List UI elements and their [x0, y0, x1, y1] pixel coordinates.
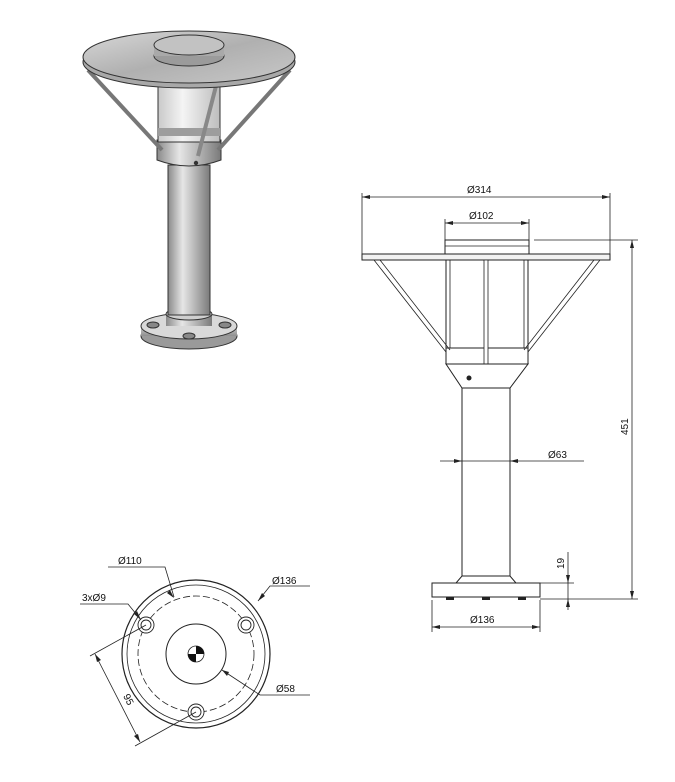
plan-label-spacing: 95	[120, 692, 135, 707]
dim-arrow	[602, 195, 610, 199]
leader-base	[257, 585, 310, 602]
side-strut	[527, 259, 601, 353]
iso-cone-ring	[156, 139, 222, 167]
iso-base-hole	[146, 321, 160, 329]
leader-bolt-circle	[108, 566, 175, 598]
iso-strut	[86, 68, 164, 152]
dim-arrow	[445, 221, 453, 225]
dim-arrow	[532, 625, 540, 629]
leader-center-hole	[221, 669, 310, 696]
side-strut-center	[483, 259, 489, 365]
dim-label-pole: Ø63	[548, 450, 567, 461]
dim-line-spacing	[94, 653, 141, 743]
side-base-collar	[454, 575, 518, 584]
plan-center-quadrant	[188, 654, 196, 662]
iso-base-hole	[182, 332, 196, 340]
dim-ext-line	[89, 624, 147, 657]
side-base-foot	[518, 597, 526, 600]
dim-label-base: Ø136	[470, 615, 495, 626]
iso-screw	[193, 160, 199, 166]
dim-arrow	[258, 593, 265, 601]
plan-label-center-hole: Ø58	[276, 684, 295, 695]
side-strut	[379, 259, 451, 351]
iso-pole	[167, 164, 211, 316]
dim-arrow	[134, 611, 141, 620]
dim-arrow	[566, 575, 570, 583]
plan-label-bolt-circle: Ø110	[118, 556, 142, 567]
side-base-plate	[431, 582, 541, 598]
dim-label-canopy: Ø314	[467, 185, 492, 196]
iso-base-hole	[218, 321, 232, 329]
side-base-foot	[482, 597, 490, 600]
side-top-cap	[444, 239, 530, 255]
dim-arrow	[510, 459, 518, 463]
iso-strut	[216, 68, 292, 152]
plan-view: Ø110 Ø136 3xØ9 Ø58 95	[80, 556, 310, 747]
side-canopy	[361, 253, 611, 261]
dim-label-top: Ø102	[469, 211, 494, 222]
side-base-foot	[446, 597, 454, 600]
side-cone	[445, 363, 529, 389]
side-strut	[523, 259, 595, 351]
side-screw	[466, 375, 472, 381]
dim-arrow	[630, 240, 634, 248]
dim-arrow	[167, 590, 174, 598]
iso-strut	[196, 85, 218, 157]
plan-base-inner	[126, 584, 266, 724]
iso-cap-top	[153, 34, 225, 56]
plan-bolt-hole	[237, 616, 255, 634]
dim-arrow	[521, 221, 529, 225]
dim-label-height: 451	[620, 418, 631, 435]
isometric-view	[82, 30, 296, 350]
dim-arrow	[95, 654, 101, 662]
dim-arrow	[630, 591, 634, 599]
dim-label-base-height: 19	[556, 557, 567, 569]
dim-arrow	[362, 195, 370, 199]
dim-arrow	[134, 734, 140, 742]
iso-glass-band	[158, 128, 220, 136]
plan-center-quadrant	[196, 646, 204, 654]
side-strut	[373, 259, 447, 353]
dim-arrow	[566, 599, 570, 607]
dim-arrow	[222, 670, 229, 676]
plan-label-base: Ø136	[272, 576, 297, 587]
dim-arrow	[432, 625, 440, 629]
plan-label-holes: 3xØ9	[82, 593, 106, 604]
side-pole	[461, 387, 511, 579]
dim-ext-line	[134, 711, 197, 747]
side-view: Ø314 Ø102 451 Ø63 19 Ø136	[361, 185, 638, 632]
dim-arrow	[454, 459, 462, 463]
